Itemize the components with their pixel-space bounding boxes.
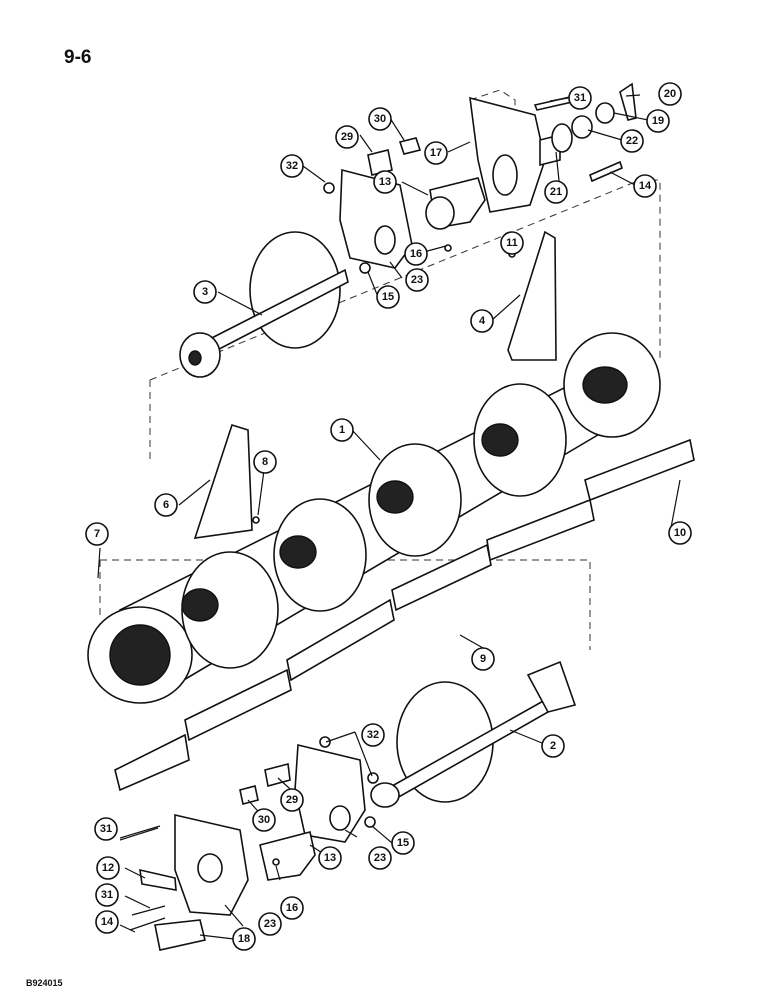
callout-10-label: 10 — [674, 527, 686, 539]
callout-3: 3 — [193, 280, 217, 304]
callout-1: 1 — [330, 418, 354, 442]
callout-31-mid-label: 31 — [100, 823, 112, 835]
callout-14-lower: 14 — [95, 910, 119, 934]
callout-23-lower: 23 — [258, 912, 282, 936]
callout-1-label: 1 — [339, 424, 345, 436]
callout-29-lower-label: 29 — [286, 794, 298, 806]
callout-31-upper-label: 31 — [574, 92, 586, 104]
callout-15-lower: 15 — [391, 831, 415, 855]
callout-16-lower-label: 16 — [286, 902, 298, 914]
callout-21: 21 — [544, 180, 568, 204]
callout-9-label: 9 — [480, 653, 486, 665]
callout-15-upper: 15 — [376, 285, 400, 309]
callout-16-upper-label: 16 — [410, 248, 422, 260]
callout-29-upper: 29 — [335, 125, 359, 149]
callout-18: 18 — [232, 927, 256, 951]
callout-12: 12 — [96, 856, 120, 880]
callout-31-mid: 31 — [94, 817, 118, 841]
callout-22: 22 — [620, 129, 644, 153]
callout-7: 7 — [85, 522, 109, 546]
auger-tube-sections — [87, 332, 661, 704]
figure-code: B924015 — [26, 978, 63, 988]
callout-31-lower-label: 31 — [101, 889, 113, 901]
callout-4-label: 4 — [479, 315, 486, 327]
callout-19-label: 19 — [652, 115, 664, 127]
upper-right-bearing-plate — [469, 82, 637, 213]
callout-8: 8 — [253, 450, 277, 474]
callout-29-upper-label: 29 — [341, 131, 353, 143]
callout-7-label: 7 — [94, 528, 100, 540]
callout-14-upper-label: 14 — [639, 180, 652, 192]
callout-20-label: 20 — [664, 88, 676, 100]
callout-14-lower-label: 14 — [101, 916, 114, 928]
callout-30-upper: 30 — [368, 107, 392, 131]
support-brackets — [193, 230, 557, 539]
callout-23-mid: 23 — [368, 846, 392, 870]
callout-31-lower: 31 — [95, 883, 119, 907]
upper-left-bearing-group — [323, 137, 486, 274]
callout-16-upper: 16 — [404, 242, 428, 266]
callout-31-upper: 31 — [568, 86, 592, 110]
callout-30-lower: 30 — [252, 808, 276, 832]
callout-30-upper-label: 30 — [374, 113, 386, 125]
callout-19: 19 — [646, 109, 670, 133]
callout-13-upper: 13 — [373, 170, 397, 194]
callout-12-label: 12 — [102, 862, 114, 874]
callout-23-lower-label: 23 — [264, 918, 276, 930]
left-shaft-with-disc — [179, 231, 349, 378]
callout-13-lower: 13 — [318, 846, 342, 870]
callout-4: 4 — [470, 309, 494, 333]
callout-23-upper: 23 — [405, 268, 429, 292]
callout-2: 2 — [541, 734, 565, 758]
callout-17: 17 — [424, 141, 448, 165]
callout-13-upper-label: 13 — [379, 176, 391, 188]
callout-21-label: 21 — [550, 186, 562, 198]
callout-13-lower-label: 13 — [324, 852, 336, 864]
callout-8-label: 8 — [262, 456, 268, 468]
callout-16-lower: 16 — [280, 896, 304, 920]
callout-15-lower-label: 15 — [397, 837, 409, 849]
callout-11: 11 — [500, 231, 524, 255]
callout-22-label: 22 — [626, 135, 638, 147]
callout-29-lower: 29 — [280, 788, 304, 812]
callout-14-upper: 14 — [633, 174, 657, 198]
callout-18-label: 18 — [238, 933, 250, 945]
wear-strips — [114, 438, 695, 792]
callout-30-lower-label: 30 — [258, 814, 270, 826]
callout-32-lower: 32 — [361, 723, 385, 747]
callout-32-lower-label: 32 — [367, 729, 379, 741]
callout-11-label: 11 — [506, 237, 518, 249]
callout-6: 6 — [154, 493, 178, 517]
callout-15-upper-label: 15 — [382, 291, 394, 303]
lower-bearing-group — [119, 736, 379, 951]
callout-17-label: 17 — [430, 147, 442, 159]
callout-2-label: 2 — [550, 740, 556, 752]
callout-32-upper: 32 — [280, 154, 304, 178]
callout-20: 20 — [658, 82, 682, 106]
callout-3-label: 3 — [202, 286, 208, 298]
callout-23-upper-label: 23 — [411, 274, 423, 286]
callout-23-mid-label: 23 — [374, 852, 386, 864]
callout-9: 9 — [471, 647, 495, 671]
page-number: 9-6 — [64, 47, 92, 68]
callout-6-label: 6 — [163, 499, 169, 511]
callout-10: 10 — [668, 521, 692, 545]
callout-32-upper-label: 32 — [286, 160, 298, 172]
right-shaft-with-disc — [370, 660, 577, 808]
